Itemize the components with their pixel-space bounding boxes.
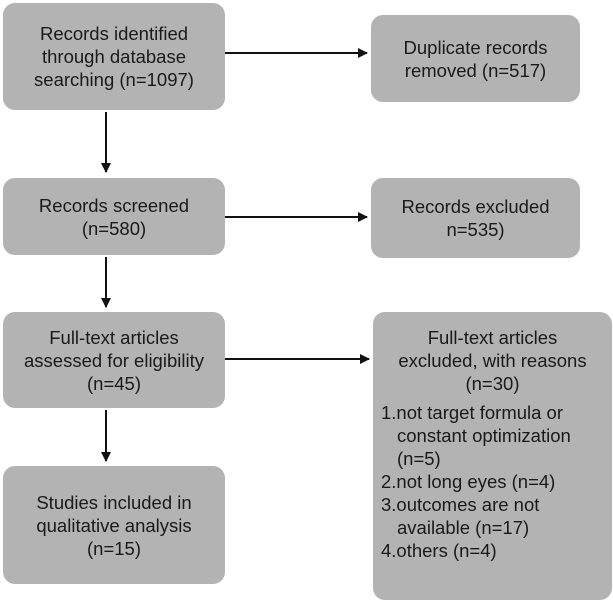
box-text-line: qualitative analysis — [36, 514, 192, 536]
reason-text: (n=5) — [397, 448, 441, 469]
reason-text: 3.outcomes are not — [381, 494, 540, 515]
box-text-line: (n=15) — [87, 537, 141, 559]
reason-item: 1.not target formula or constant optimiz… — [381, 401, 604, 470]
reason-item: 4.others (n=4) — [381, 539, 604, 562]
records-excluded-box: Records excluded n=535) — [371, 178, 580, 258]
box-text-line: through database — [41, 46, 186, 67]
reason-text: 4.others (n=4) — [381, 540, 497, 561]
reasons-list: 1.not target formula or constant optimiz… — [381, 401, 604, 562]
fulltext-assessed-box: Full-text articles assessed for eligibil… — [3, 312, 225, 408]
studies-included-box: Studies included in qualitative analysis… — [3, 466, 225, 584]
box-text-line: Full-text articles — [427, 327, 558, 348]
box-text-line: Full-text articles — [49, 326, 179, 348]
reason-text: constant optimization — [397, 425, 571, 446]
fulltext-excluded-reasons-box: Full-text articles excluded, with reason… — [373, 312, 612, 600]
reasons-heading: Full-text articles excluded, with reason… — [398, 326, 586, 395]
box-text-line: (n=45) — [87, 372, 141, 394]
box-text-line: Duplicate records — [403, 36, 548, 58]
box-text-line: removed (n=517) — [404, 59, 547, 81]
reason-text: 2.not long eyes (n=4) — [381, 471, 556, 492]
records-screened-box: Records screened (n=580) — [3, 178, 225, 255]
reason-item: 2.not long eyes (n=4) — [381, 470, 604, 493]
box-text-line: excluded, with reasons — [398, 350, 587, 371]
box-text-line: n=535) — [446, 219, 505, 240]
box-text-line: Records screened — [38, 194, 190, 216]
box-text-line: Studies included in — [36, 491, 192, 513]
reason-text: 1.not target formula or — [381, 402, 564, 423]
box-text-line: assessed for eligibility — [24, 349, 204, 371]
records-identified-box: Records identified through database sear… — [3, 3, 225, 110]
box-text-line: Records identified — [39, 23, 189, 44]
reason-text: available (n=17) — [397, 517, 530, 538]
box-text-line: (n=30) — [465, 373, 520, 394]
box-text-line: Records excluded — [401, 196, 550, 217]
box-text-line: searching (n=1097) — [34, 69, 194, 90]
duplicates-removed-box: Duplicate records removed (n=517) — [371, 15, 580, 102]
reason-item: 3.outcomes are not available (n=17) — [381, 493, 604, 539]
box-text-line: (n=580) — [81, 217, 147, 239]
